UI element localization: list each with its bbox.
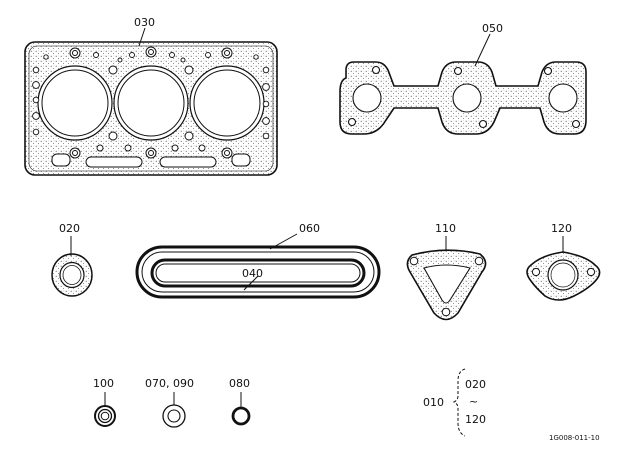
part-label-040: 040 (242, 267, 263, 280)
part-label-120: 120 (551, 222, 572, 235)
leader-060 (269, 233, 298, 250)
part-label-100: 100 (93, 377, 114, 390)
set-label-010: 010 (423, 396, 444, 409)
cylinder-head-gasket (24, 41, 278, 176)
part-label-060: 060 (299, 222, 320, 235)
part-label-070-090: 070, 090 (145, 377, 194, 390)
figure-code: 1G008-011-10 (549, 434, 600, 442)
leader-030 (138, 27, 146, 47)
oval-gasket-040 (150, 258, 366, 288)
set-bracket (452, 368, 466, 437)
triangle-gasket-110 (406, 249, 487, 321)
leader-040 (243, 275, 259, 291)
flange-gasket-120 (526, 251, 601, 301)
part-label-030: 030 (134, 16, 155, 29)
range-start-label: 020 (465, 378, 486, 391)
seal-020 (51, 253, 93, 297)
part-label-020: 020 (59, 222, 80, 235)
part-label-050: 050 (482, 22, 503, 35)
washer-070-090 (162, 404, 186, 428)
range-separator: ~ (469, 395, 478, 408)
o-ring-080 (231, 406, 251, 426)
part-label-110: 110 (435, 222, 456, 235)
part-label-080: 080 (229, 377, 250, 390)
range-end-label: 120 (465, 413, 486, 426)
manifold-gasket (339, 61, 587, 135)
leader-050 (474, 33, 491, 67)
seal-100 (94, 405, 116, 427)
